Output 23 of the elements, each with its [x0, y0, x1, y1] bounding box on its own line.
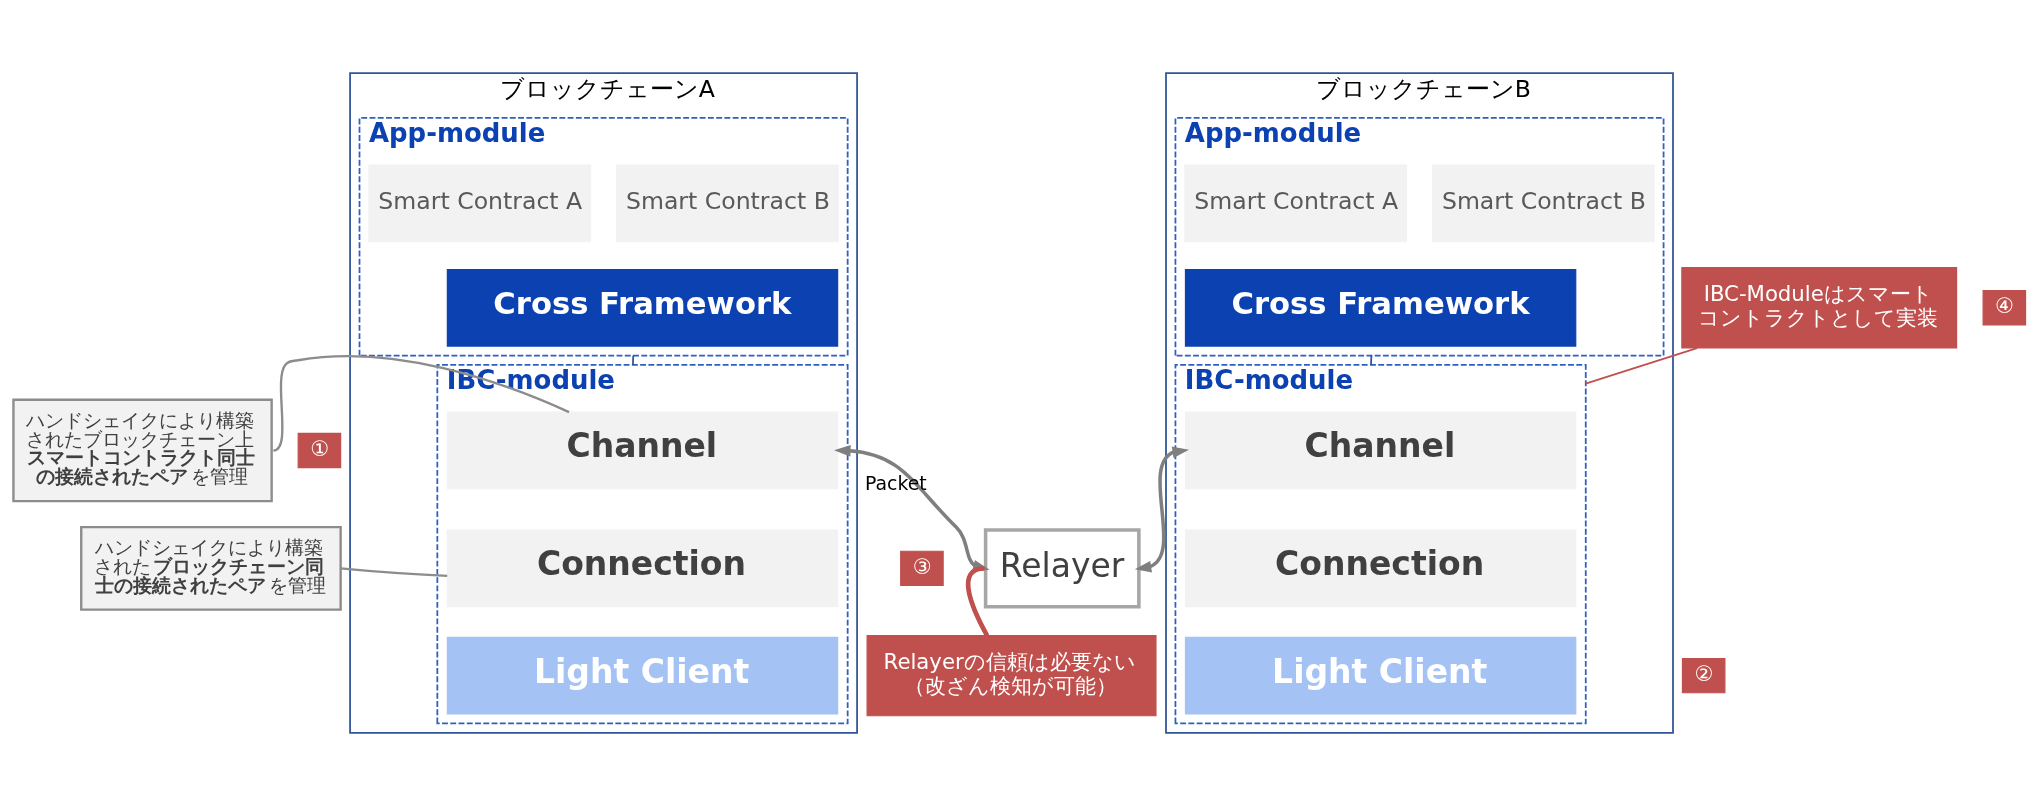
node-box: Relayer: [983, 527, 1141, 608]
node-box: Channel: [1184, 411, 1577, 489]
connector: [1370, 354, 1373, 366]
node-box: Light Client: [446, 636, 839, 715]
label: ③: [912, 553, 932, 579]
connector: [632, 354, 635, 366]
node-box: ハンドシェイクにより構築されたブロックチェーン同士の接続されたペアを管理: [80, 525, 342, 611]
label: ④: [1994, 292, 2014, 318]
node-box: Cross Framework: [446, 268, 839, 347]
node-box: ハンドシェイクにより構築されたブロックチェーン上スマートコントラクト同士の接続されたペアを管理: [12, 398, 273, 502]
label: ②: [1694, 660, 1714, 686]
node-box: Cross Framework: [1184, 268, 1577, 347]
node-box: Relayerの信頼は必要ない（改ざん検知が可能）: [866, 634, 1157, 716]
connector: [965, 565, 990, 637]
arrow: [1134, 445, 1189, 572]
edge-label: Packet: [864, 471, 927, 494]
connector: [340, 566, 448, 577]
node-box: Light Client: [1184, 636, 1577, 715]
label: ①: [309, 435, 329, 461]
node-box: Connection: [446, 528, 839, 607]
node-box: Channel: [446, 411, 839, 489]
node-box: IBC-Moduleはスマートコントラクトとして実装: [1681, 266, 1958, 348]
connector: [1584, 346, 1698, 385]
